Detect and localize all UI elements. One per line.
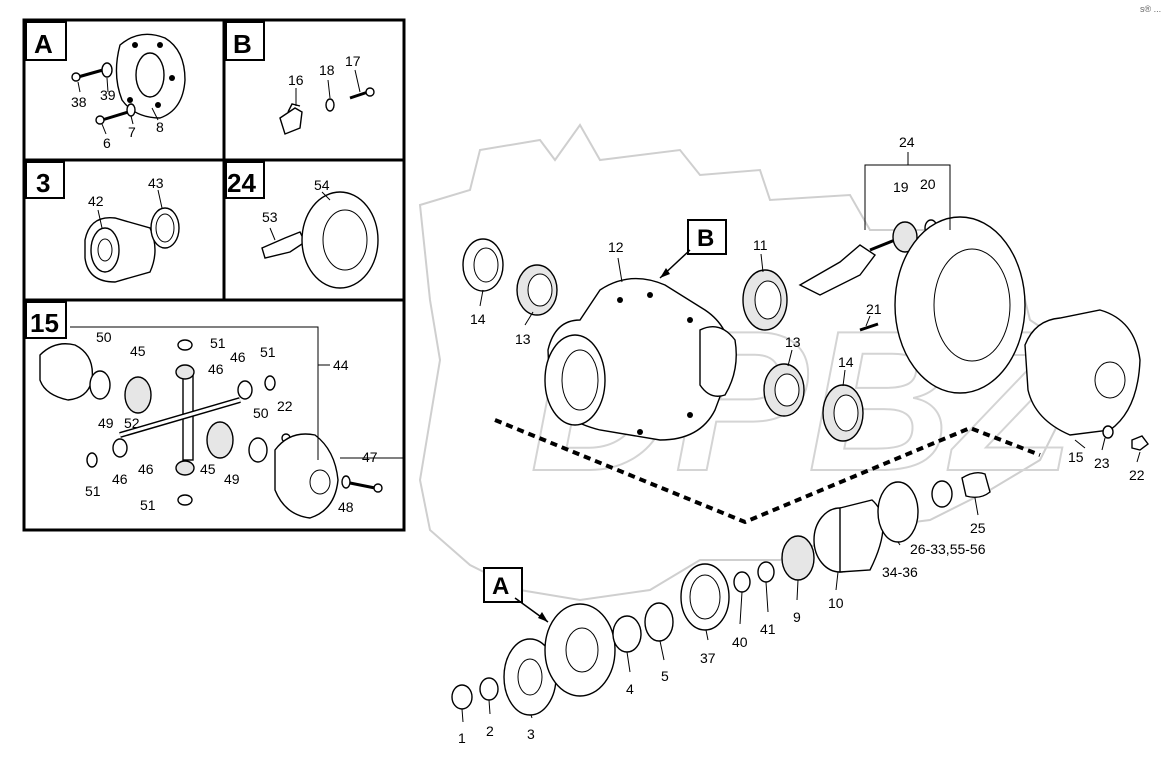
label-5: 5: [661, 668, 669, 684]
main-assembly: B A: [451, 134, 1149, 746]
part-41: [757, 561, 775, 583]
label-34-36: 34-36: [882, 564, 918, 580]
label-2: 2: [486, 723, 494, 739]
panel-15-label-47: 47: [362, 449, 378, 465]
panel-15-label-51c: 51: [85, 483, 101, 499]
panel-A-label-39: 39: [100, 87, 116, 103]
panel-A-title: A: [34, 29, 53, 59]
panel-15-label-52: 52: [124, 415, 140, 431]
label-25: 25: [970, 520, 986, 536]
label-19: 19: [893, 179, 909, 195]
panel-15-label-51a: 51: [210, 335, 226, 351]
inset-panels: A 38 39 6 7 8: [22, 18, 406, 532]
panel-A: A 38 39 6 7 8: [25, 21, 186, 151]
label-40: 40: [732, 634, 748, 650]
label-13-right: 13: [785, 334, 801, 350]
panel-15-label-46d: 46: [138, 461, 154, 477]
label-11: 11: [753, 237, 768, 253]
diff-case-left: [39, 343, 94, 401]
pinion-shaft: [798, 244, 877, 296]
label-20: 20: [920, 176, 936, 192]
label-21: 21: [866, 301, 882, 317]
part-ring: [931, 480, 953, 508]
panel-15-label-51b: 51: [260, 344, 276, 360]
panel-15-label-45b: 45: [200, 461, 216, 477]
panel-B-label-17: 17: [345, 53, 361, 69]
differential-case: [1024, 309, 1141, 436]
diff-case-right: [274, 433, 339, 519]
panel-15-label-46a: 46: [208, 361, 224, 377]
part-26-plate: [877, 481, 919, 543]
panel-15: 15: [25, 301, 405, 519]
panel-15-label-46c: 46: [112, 471, 128, 487]
panel-15-label-44: 44: [333, 357, 349, 373]
panel-24-label-53: 53: [262, 209, 278, 225]
part-2: [479, 677, 499, 701]
corner-mark: s® ...: [1140, 4, 1161, 14]
panel-3-label-42: 42: [88, 193, 104, 209]
part-40: [733, 571, 751, 593]
callout-B: B: [659, 219, 727, 279]
label-23: 23: [1094, 455, 1110, 471]
panel-3: 3 42 43: [25, 161, 180, 283]
label-10: 10: [828, 595, 844, 611]
panel-15-title: 15: [30, 308, 59, 338]
label-9: 9: [793, 609, 801, 625]
panel-15-label-48: 48: [338, 499, 354, 515]
bracket: [279, 103, 303, 135]
panel-B-label-18: 18: [319, 62, 335, 78]
label-26-33: 26-33,55-56: [910, 541, 986, 557]
part-5: [644, 602, 674, 642]
panel-15-label-50b: 50: [253, 405, 269, 421]
label-14-right: 14: [838, 354, 854, 370]
panel-24-title: 24: [227, 168, 256, 198]
part-25-sleeve: [961, 471, 991, 499]
label-13-left: 13: [515, 331, 531, 347]
panel-24-label-54: 54: [314, 177, 330, 193]
label-22: 22: [1129, 467, 1145, 483]
bearing-19: [892, 221, 918, 253]
part-1: [451, 684, 473, 710]
panel-15-label-49a: 49: [98, 415, 114, 431]
label-12: 12: [608, 239, 624, 255]
label-24: 24: [899, 134, 915, 150]
panel-B-label-16: 16: [288, 72, 304, 88]
panel-A-label-38: 38: [71, 94, 87, 110]
panel-A-label-6: 6: [103, 135, 111, 151]
panel-15-label-49b: 49: [224, 471, 240, 487]
label-15: 15: [1068, 449, 1084, 465]
panel-A-label-8: 8: [156, 119, 164, 135]
part-4: [612, 615, 642, 653]
label-14-left: 14: [470, 311, 486, 327]
label-37: 37: [700, 650, 716, 666]
panel-15-label-45a: 45: [130, 343, 146, 359]
panel-B-title: B: [233, 29, 252, 59]
panel-15-label-46b: 46: [230, 349, 246, 365]
callout-A: A: [483, 567, 549, 623]
panel-15-label-22: 22: [277, 398, 293, 414]
label-4: 4: [626, 681, 634, 697]
panel-15-label-50a: 50: [96, 329, 112, 345]
callout-B-letter: B: [697, 225, 714, 252]
panel-15-label-51d: 51: [140, 497, 156, 513]
label-41: 41: [760, 621, 776, 637]
panel-B: B 16 18 17: [225, 21, 375, 135]
panel-A-label-7: 7: [128, 124, 136, 140]
label-3: 3: [527, 726, 535, 742]
assembly-guide: [494, 418, 1041, 525]
callout-A-letter: A: [492, 573, 509, 600]
panel-3-title: 3: [36, 168, 50, 198]
label-1: 1: [458, 730, 466, 746]
panel-24: 24 53 54: [225, 161, 379, 289]
panel-3-label-43: 43: [148, 175, 164, 191]
part-9-bearing: [781, 535, 815, 581]
